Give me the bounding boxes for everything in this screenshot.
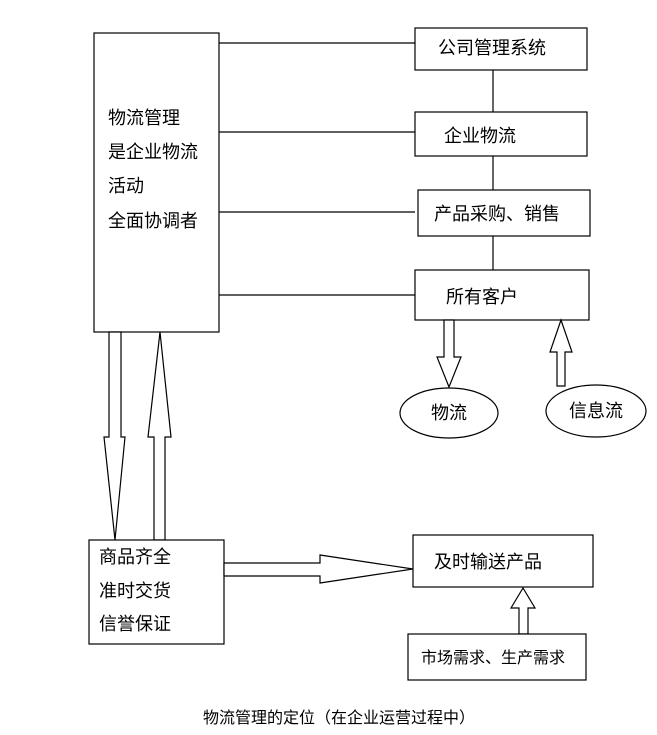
timely-delivery-label: 及时输送产品 [434,552,542,573]
service-line-3: 信誉保证 [99,614,171,635]
procurement-sales-box [417,189,591,237]
market-demand-box [407,633,587,681]
service-guarantee-box [88,539,225,645]
demand-up-arrow [509,586,537,635]
all-customers-box [414,269,590,321]
coordinator-line-2: 是企业物流 [108,142,198,163]
company-management-label: 公司管理系统 [438,38,546,59]
logistics-flow-ellipse [399,387,499,439]
delivery-right-arrow [223,554,414,584]
coordinator-line-1: 物流管理 [108,108,180,129]
enterprise-logistics-label: 企业物流 [444,126,516,147]
information-flow-label: 信息流 [569,401,623,422]
coordinator-up-arrow [147,331,172,541]
logistics-flow-label: 物流 [431,403,467,424]
coordinator-box [93,32,220,333]
information-flow-ellipse [545,384,647,438]
all-customers-label: 所有客户 [446,287,518,308]
logistics-down-arrow [436,319,462,389]
coordinator-line-4: 全面协调者 [108,211,198,232]
diagram-caption: 物流管理的定位（在企业运营过程中） [203,708,475,727]
service-line-2: 准时交货 [99,581,171,602]
market-demand-label: 市场需求、生产需求 [421,648,565,667]
service-line-1: 商品齐全 [99,547,171,568]
coordinator-line-3: 活动 [108,176,144,197]
timely-delivery-box [412,534,594,588]
procurement-sales-label: 产品采购、销售 [434,204,560,225]
coordinator-down-arrow [103,331,126,541]
company-management-box [414,27,588,71]
information-up-arrow [549,318,573,387]
enterprise-logistics-box [414,111,588,157]
